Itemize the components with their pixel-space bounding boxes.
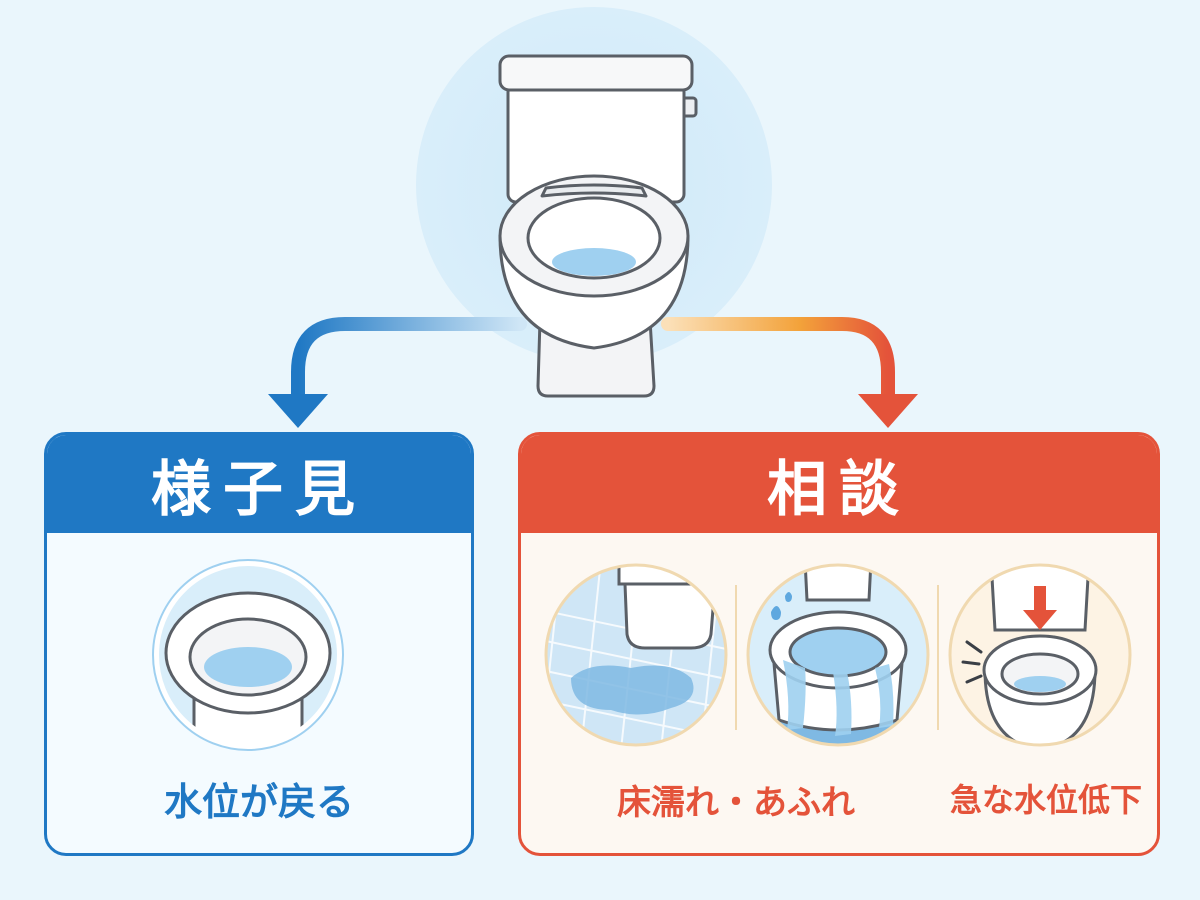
- arrow-to-right-icon: [661, 317, 918, 428]
- divider: [937, 585, 939, 730]
- toilet-icon: [498, 54, 698, 398]
- arrow-down-icon: [1023, 586, 1057, 630]
- water-drop-caption: 急な水位低下: [949, 781, 1142, 819]
- arrow-to-left-icon: [268, 317, 527, 428]
- wait-and-see-panel: 様子見 水位が戻る: [44, 432, 474, 856]
- divider: [735, 585, 737, 730]
- wait-and-see-caption: 水位が戻る: [163, 780, 354, 824]
- flow-diagram: [268, 7, 918, 428]
- overflow-icon: [746, 563, 930, 747]
- floor-leak-caption: 床濡れ・あふれ: [617, 783, 855, 823]
- consult-panel: 相談: [518, 432, 1160, 856]
- water-level-drop-icon: [948, 563, 1132, 747]
- normal-water-level-icon: [152, 559, 344, 751]
- wait-and-see-title: 様子見: [151, 454, 367, 525]
- wait-and-see-header: 様子見: [47, 435, 471, 533]
- consult-title: 相談: [767, 454, 911, 525]
- floor-leak-icon: [544, 563, 728, 747]
- consult-header: 相談: [521, 435, 1157, 533]
